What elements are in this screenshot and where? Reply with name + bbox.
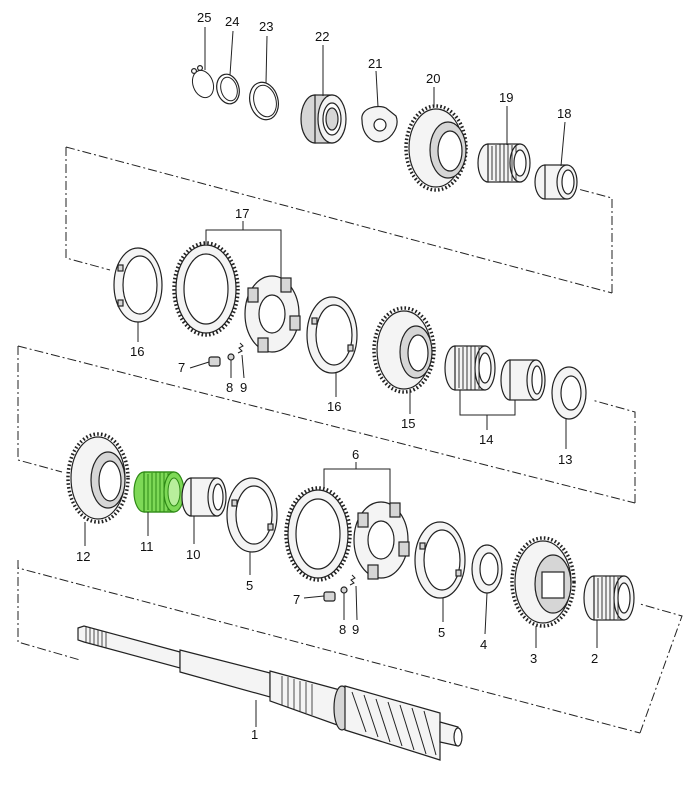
callout-18[interactable]: 18 [557, 106, 571, 121]
part-1-main-shaft[interactable] [77, 625, 463, 761]
part-14-sleeve[interactable] [500, 359, 546, 401]
part-10-sleeve[interactable] [181, 477, 227, 517]
part-17-sleeve-ring[interactable] [172, 241, 240, 337]
part-24-ring[interactable] [213, 72, 242, 107]
assembly-frame-bottom [17, 560, 683, 734]
callout-14[interactable]: 14 [479, 432, 493, 447]
callout-16-upper-right[interactable]: 16 [327, 399, 341, 414]
assembly-frame-middle [17, 345, 636, 504]
part-13-thrust-washer[interactable] [551, 366, 587, 420]
part-16-synchro-ring-upper-right[interactable] [306, 296, 358, 374]
part-2-needle-bearing[interactable] [583, 575, 635, 621]
part-23-ring[interactable] [246, 79, 283, 123]
part-6-sleeve-ring[interactable] [284, 486, 352, 582]
callout-5-lower-left[interactable]: 5 [246, 578, 253, 593]
callout-5-lower-right[interactable]: 5 [438, 625, 445, 640]
callout-2[interactable]: 2 [591, 651, 598, 666]
part-25-circlip[interactable] [189, 64, 217, 101]
callout-16-upper-left[interactable]: 16 [130, 344, 144, 359]
part-16-synchro-ring-upper-left[interactable] [113, 247, 163, 323]
callout-12[interactable]: 12 [76, 549, 90, 564]
callout-6[interactable]: 6 [352, 447, 359, 462]
callout-3[interactable]: 3 [530, 651, 537, 666]
callout-7-upper[interactable]: 7 [178, 360, 185, 375]
part-7-shift-block-lower[interactable] [323, 591, 336, 602]
assembly-frame-top [65, 146, 613, 294]
callout-10[interactable]: 10 [186, 547, 200, 562]
part-3-gear[interactable] [510, 536, 576, 628]
part-5-synchro-ring-lower-right[interactable] [414, 521, 466, 599]
part-7-shift-block-upper[interactable] [208, 356, 221, 367]
callout-22[interactable]: 22 [315, 29, 329, 44]
callout-8-lower[interactable]: 8 [339, 622, 346, 637]
leader-lines [84, 27, 598, 727]
callout-1[interactable]: 1 [251, 727, 258, 742]
callout-24[interactable]: 24 [225, 14, 239, 29]
callout-9-lower[interactable]: 9 [352, 622, 359, 637]
part-21-lock-plate[interactable] [361, 105, 398, 143]
part-15-gear[interactable] [372, 306, 436, 394]
callout-15[interactable]: 15 [401, 416, 415, 431]
callout-9-upper[interactable]: 9 [240, 380, 247, 395]
callout-11[interactable]: 11 [140, 539, 154, 554]
part-17-synchro-hub[interactable] [244, 275, 301, 353]
callout-8-upper[interactable]: 8 [226, 380, 233, 395]
part-12-gear[interactable] [66, 432, 130, 524]
part-18-sleeve[interactable] [534, 164, 578, 200]
callout-labels: 25 24 23 22 21 20 19 18 17 16 7 8 9 16 1… [76, 10, 598, 742]
part-20-gear[interactable] [404, 104, 468, 192]
part-8-ball-upper[interactable] [227, 353, 235, 361]
callout-7-lower[interactable]: 7 [293, 592, 300, 607]
callout-4[interactable]: 4 [480, 637, 487, 652]
callout-20[interactable]: 20 [426, 71, 440, 86]
callout-23[interactable]: 23 [259, 19, 273, 34]
callout-19[interactable]: 19 [499, 90, 513, 105]
part-14-needle-bearing[interactable] [444, 345, 496, 391]
part-19-needle-bearing[interactable] [477, 143, 531, 183]
callout-17[interactable]: 17 [235, 206, 249, 221]
part-6-synchro-hub[interactable] [353, 501, 410, 580]
part-4-thrust-washer[interactable] [471, 544, 503, 594]
callout-25[interactable]: 25 [197, 10, 211, 25]
callout-21[interactable]: 21 [368, 56, 382, 71]
part-22-ball-bearing[interactable] [300, 94, 347, 144]
callout-13[interactable]: 13 [558, 452, 572, 467]
part-8-ball-lower[interactable] [340, 586, 348, 594]
part-9-spring-upper[interactable] [237, 342, 244, 354]
part-5-synchro-ring-lower-left[interactable] [226, 477, 278, 553]
part-11-needle-bearing-highlighted[interactable] [133, 471, 185, 513]
part-9-spring-lower[interactable] [349, 574, 356, 586]
